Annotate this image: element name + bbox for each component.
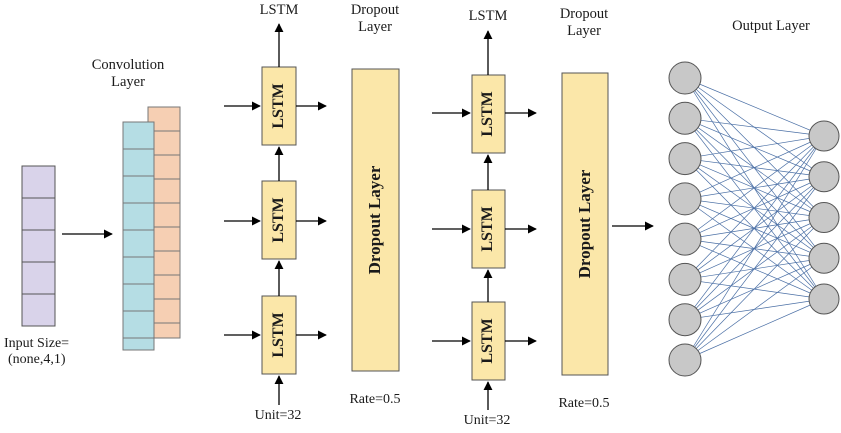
convolution-label-line2: Layer — [111, 73, 145, 90]
hidden-node — [668, 222, 702, 256]
input-cell — [21, 165, 56, 199]
lstm-block-2 — [432, 30, 537, 410]
hidden-node — [668, 101, 702, 135]
hidden-node — [668, 182, 702, 216]
dropout1-rate-label: Rate=0.5 — [349, 392, 401, 407]
lstm-cell — [261, 180, 297, 260]
output-node — [808, 283, 840, 315]
network-edge — [684, 135, 825, 200]
lstm1-cell-label-top: LSTM — [270, 83, 287, 129]
conv-front-cell — [122, 283, 155, 312]
lstm1-cell-label-bot: LSTM — [270, 312, 287, 358]
hidden-node — [668, 262, 702, 296]
lstm-cell — [471, 74, 506, 154]
network-edge — [684, 257, 825, 361]
output-layer-title: Output Layer — [732, 18, 810, 34]
dropout-bar-1 — [351, 68, 400, 372]
hidden-node — [668, 343, 702, 377]
lstm-cell — [261, 66, 297, 146]
network-edge — [684, 298, 825, 361]
lstm2-unit-label: Unit=32 — [463, 413, 511, 428]
output-network-edges — [684, 77, 825, 361]
dropout1-top-label: Dropout Layer — [351, 2, 399, 35]
network-edge — [684, 77, 825, 137]
dropout-bar-2 — [561, 72, 609, 376]
lstm-block-1 — [224, 23, 327, 405]
dropout1-top-line2: Layer — [358, 18, 392, 35]
conv-front-cell — [122, 175, 155, 204]
input-size-line2: (none,4,1) — [8, 352, 66, 368]
dropout1-bar-label: Dropout Layer — [365, 165, 384, 275]
hidden-node — [668, 303, 702, 337]
input-cell — [21, 229, 56, 263]
conv-front-cell — [122, 202, 155, 231]
lstm2-cell-label-mid: LSTM — [479, 206, 496, 252]
convolution-layer-label: Convolution Layer — [92, 57, 165, 90]
dropout2-top-line1: Dropout — [559, 6, 609, 22]
network-edge — [684, 135, 825, 320]
conv-front-cell — [122, 337, 155, 351]
dropout2-rate-label: Rate=0.5 — [558, 396, 610, 411]
lstm-cell — [261, 295, 297, 375]
network-edge — [684, 176, 825, 361]
network-edge — [684, 117, 825, 137]
lstm1-unit-label: Unit=32 — [254, 408, 302, 423]
input-size-line1: Input Size= — [4, 336, 70, 351]
network-edge — [684, 135, 825, 159]
lstm2-cell-label-bot: LSTM — [479, 318, 496, 364]
lstm2-top-label: LSTM — [468, 8, 508, 24]
conv-front-cell — [122, 310, 155, 339]
input-size-label: Input Size= (none,4,1) — [4, 336, 69, 368]
output-node — [808, 202, 840, 233]
convolution-front-stack — [122, 121, 155, 351]
conv-front-cell — [122, 256, 155, 285]
conv-front-cell — [122, 229, 155, 258]
dropout1-top-line1: Dropout — [350, 2, 400, 18]
conv-front-cell — [122, 148, 155, 177]
hidden-node — [668, 61, 702, 95]
dropout2-bar-label: Dropout Layer — [575, 169, 594, 279]
output-network-nodes — [668, 61, 840, 377]
input-cell — [21, 261, 56, 295]
network-edge — [684, 135, 825, 361]
output-node — [808, 242, 840, 274]
dropout2-top-label: Dropout Layer — [560, 6, 608, 39]
network-edge — [684, 135, 825, 240]
network-edge — [684, 217, 825, 361]
lstm1-top-label: LSTM — [259, 2, 299, 18]
lstm1-cell-label-mid: LSTM — [270, 197, 287, 243]
convolution-label-line1: Convolution — [91, 57, 165, 73]
network-edge — [684, 135, 825, 280]
input-cell — [21, 293, 56, 327]
input-layer — [21, 165, 56, 327]
dropout2-top-line2: Layer — [567, 22, 601, 39]
hidden-node — [668, 142, 702, 176]
conv-front-cell — [122, 121, 155, 150]
lstm2-cell-label-top: LSTM — [479, 91, 496, 137]
output-node — [808, 161, 840, 193]
output-node — [808, 120, 840, 152]
input-cell — [21, 197, 56, 231]
